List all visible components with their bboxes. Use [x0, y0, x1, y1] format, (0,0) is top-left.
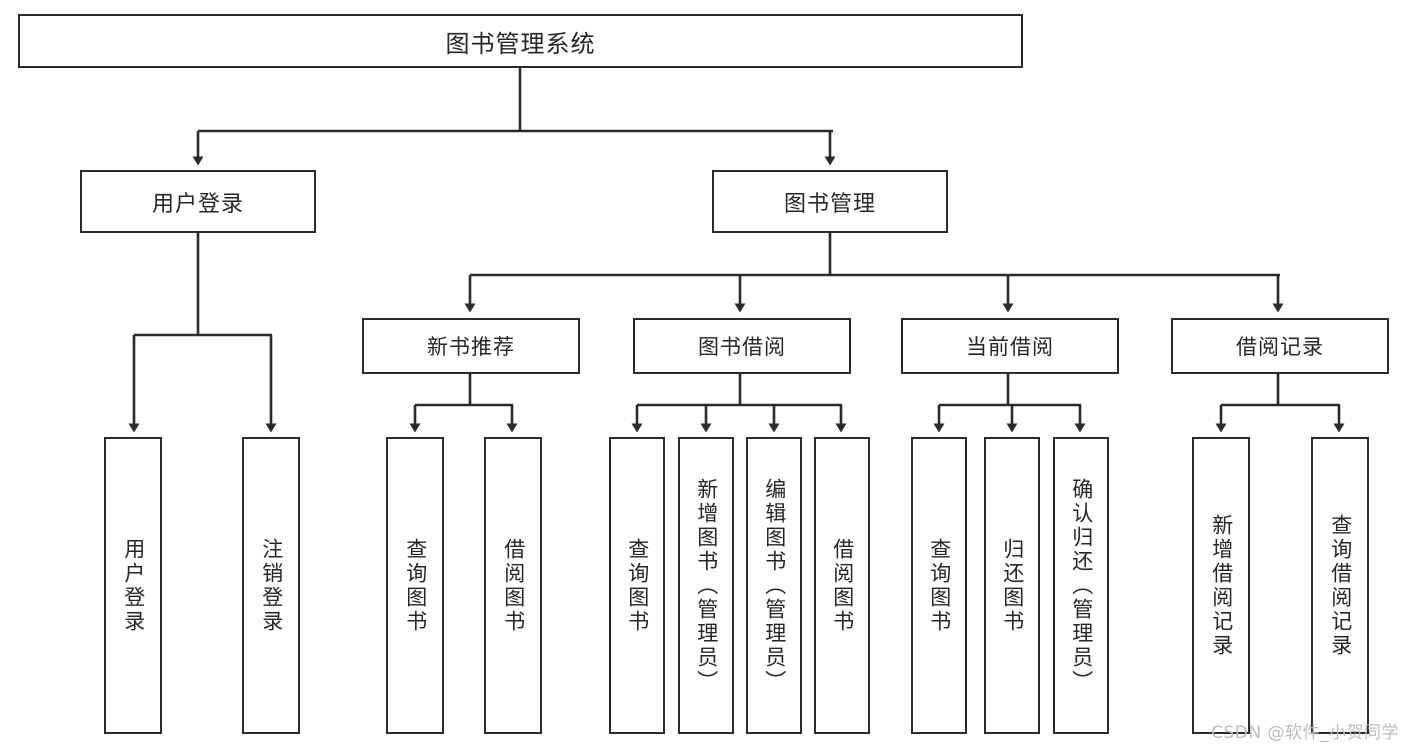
node-borrow-record[interactable]: 借阅记录: [1171, 318, 1389, 374]
leaf-node[interactable]: 查询图书: [911, 437, 967, 734]
node-root[interactable]: 图书管理系统: [18, 14, 1023, 68]
node-book-manage[interactable]: 图书管理: [712, 170, 948, 233]
leaf-node[interactable]: 注销登录: [242, 437, 300, 734]
leaf-label: 查询图书: [927, 537, 951, 634]
leaf-node[interactable]: 查询图书: [386, 437, 444, 734]
leaf-label: 归还图书: [1000, 537, 1024, 634]
node-current-borrow[interactable]: 当前借阅: [901, 318, 1119, 374]
leaf-node[interactable]: 归还图书: [984, 437, 1040, 734]
leaf-label: 查询借阅记录: [1328, 513, 1352, 658]
leaf-label: 用户登录: [121, 537, 145, 634]
node-book-borrow[interactable]: 图书借阅: [633, 318, 851, 374]
leaf-label: 确认归还（管理员）: [1069, 477, 1093, 694]
leaf-node[interactable]: 借阅图书: [484, 437, 542, 734]
leaf-label: 注销登录: [259, 537, 283, 634]
leaf-label: 编辑图书（管理员）: [762, 477, 786, 694]
leaf-label: 查询图书: [625, 537, 649, 634]
node-user-login[interactable]: 用户登录: [80, 170, 316, 233]
node-new-book-recommend[interactable]: 新书推荐: [362, 318, 580, 374]
leaf-label: 查询图书: [403, 537, 427, 634]
leaf-node[interactable]: 确认归还（管理员）: [1053, 437, 1109, 734]
leaf-node[interactable]: 借阅图书: [814, 437, 870, 734]
leaf-node[interactable]: 新增借阅记录: [1192, 437, 1250, 734]
leaf-node[interactable]: 查询借阅记录: [1311, 437, 1369, 734]
leaf-label: 新增借阅记录: [1209, 513, 1233, 658]
watermark: CSDN @软件_小贺同学: [1211, 723, 1399, 743]
leaf-node[interactable]: 用户登录: [104, 437, 162, 734]
leaf-node[interactable]: 编辑图书（管理员）: [746, 437, 802, 734]
leaf-node[interactable]: 查询图书: [609, 437, 665, 734]
leaf-label: 借阅图书: [830, 537, 854, 634]
leaf-node[interactable]: 新增图书（管理员）: [678, 437, 734, 734]
leaf-label: 借阅图书: [501, 537, 525, 634]
leaf-label: 新增图书（管理员）: [694, 477, 718, 694]
